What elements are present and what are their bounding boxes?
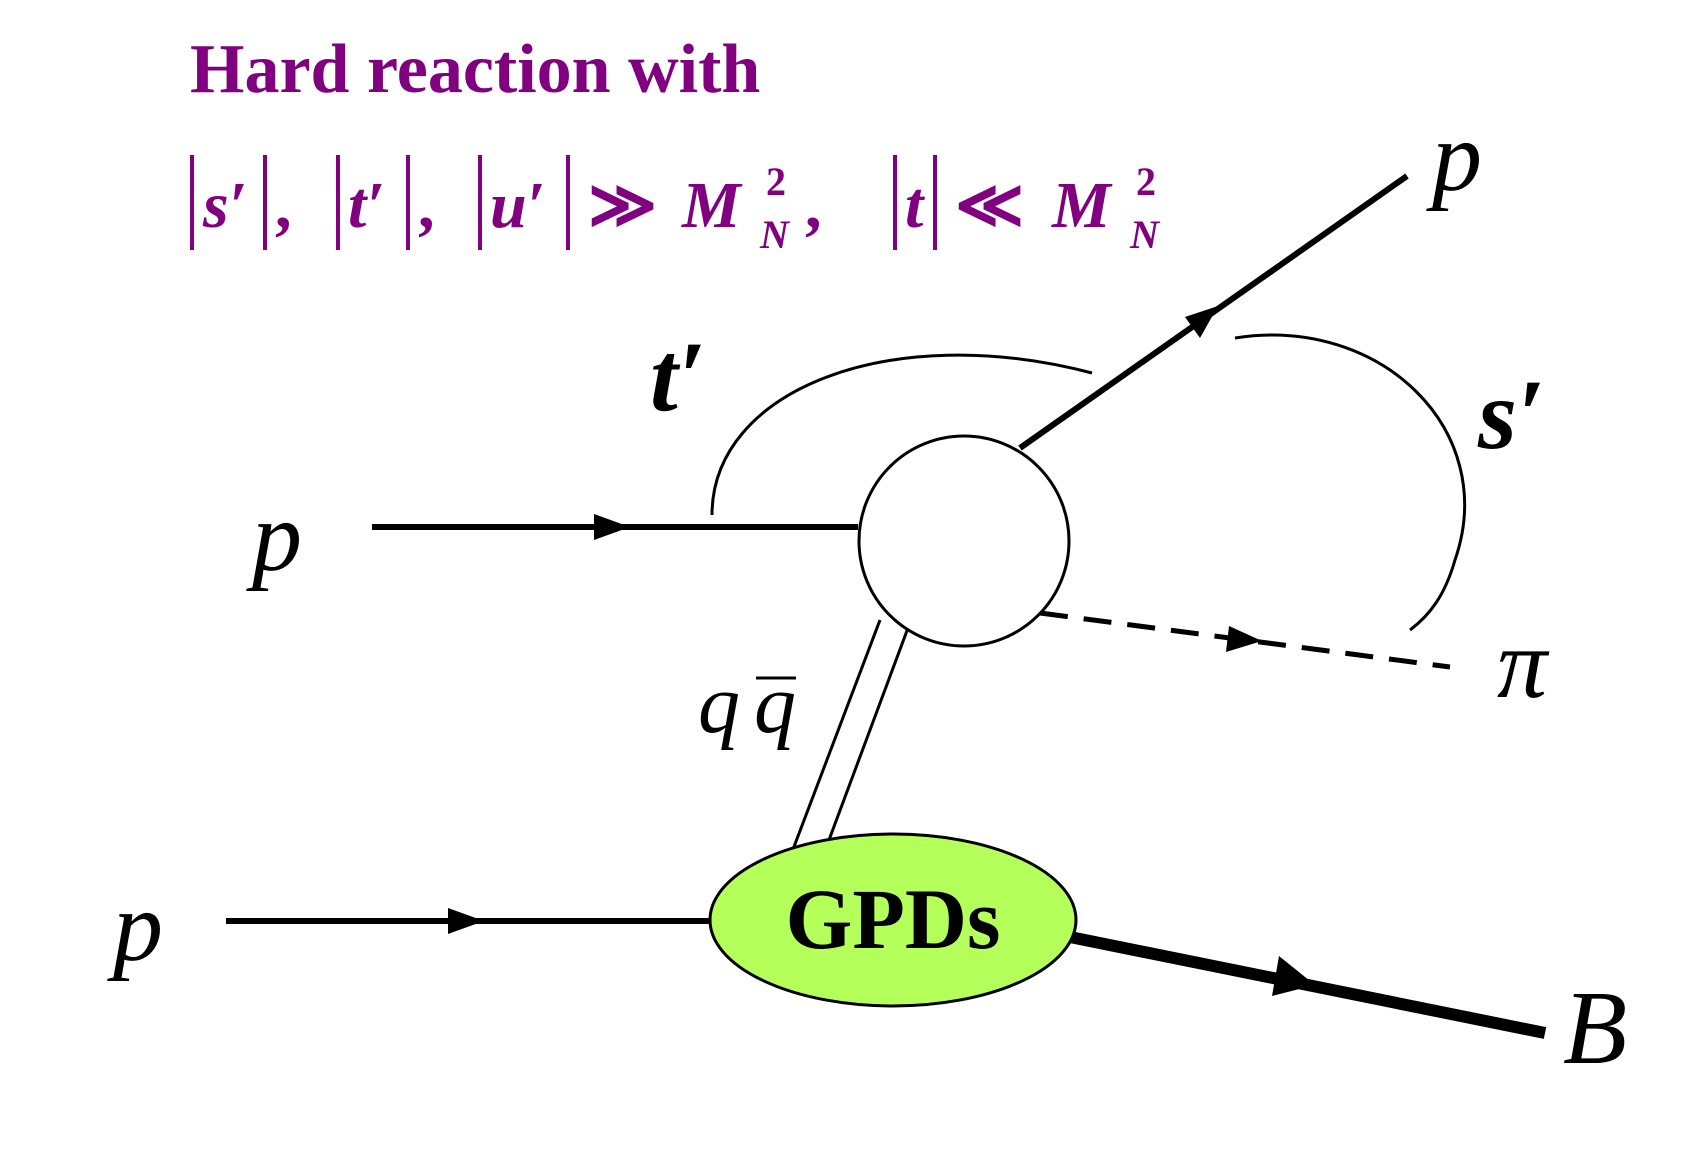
comma: , — [275, 169, 292, 242]
label-outgoing-proton: p — [1426, 101, 1482, 212]
qqbar-line — [824, 627, 910, 849]
arrow-icon — [448, 908, 484, 934]
subscript: N — [1129, 212, 1161, 257]
comma: , — [805, 169, 822, 242]
arrow-icon — [1185, 306, 1218, 338]
label-pion: π — [1497, 608, 1550, 719]
label-incoming-bottom: p — [107, 871, 163, 982]
t-prime-arc — [710, 353, 1093, 516]
comma: , — [418, 169, 435, 242]
label-q: q — [698, 658, 740, 751]
s-prime: s′ — [202, 169, 247, 242]
label-s-prime: s′ — [1477, 359, 1545, 470]
arrow-icon — [594, 514, 630, 540]
s-prime-arc — [1234, 333, 1467, 632]
t-prime: t′ — [348, 169, 385, 242]
pion-line — [1039, 610, 1451, 670]
superscript: 2 — [766, 159, 786, 204]
mass-M: M — [1051, 169, 1113, 242]
arrow-icon — [1272, 956, 1315, 996]
label-baryon: B — [1563, 969, 1627, 1086]
superscript: 2 — [1136, 159, 1156, 204]
kinematic-condition: s′ , t′ , u′ ≫ M 2 N , t ≪ M 2 N — [190, 155, 1161, 257]
label-qbar: q — [754, 658, 796, 751]
label-incoming-top: p — [246, 481, 302, 592]
gpds-blob — [708, 832, 1078, 1008]
much-less: ≪ — [955, 169, 1024, 242]
t-small: t — [905, 169, 925, 242]
label-qqbar: q q — [698, 658, 796, 751]
qqbar-line — [790, 619, 882, 853]
mass-M: M — [681, 169, 743, 242]
gpds-label: GPDs — [786, 871, 1001, 967]
u-prime: u′ — [490, 169, 545, 242]
much-greater: ≫ — [588, 169, 657, 242]
title: Hard reaction with — [190, 31, 761, 108]
hard-vertex-circle — [857, 434, 1071, 648]
label-t-prime: t′ — [650, 321, 706, 432]
arrow-icon — [1226, 626, 1262, 652]
subscript: N — [759, 212, 791, 257]
